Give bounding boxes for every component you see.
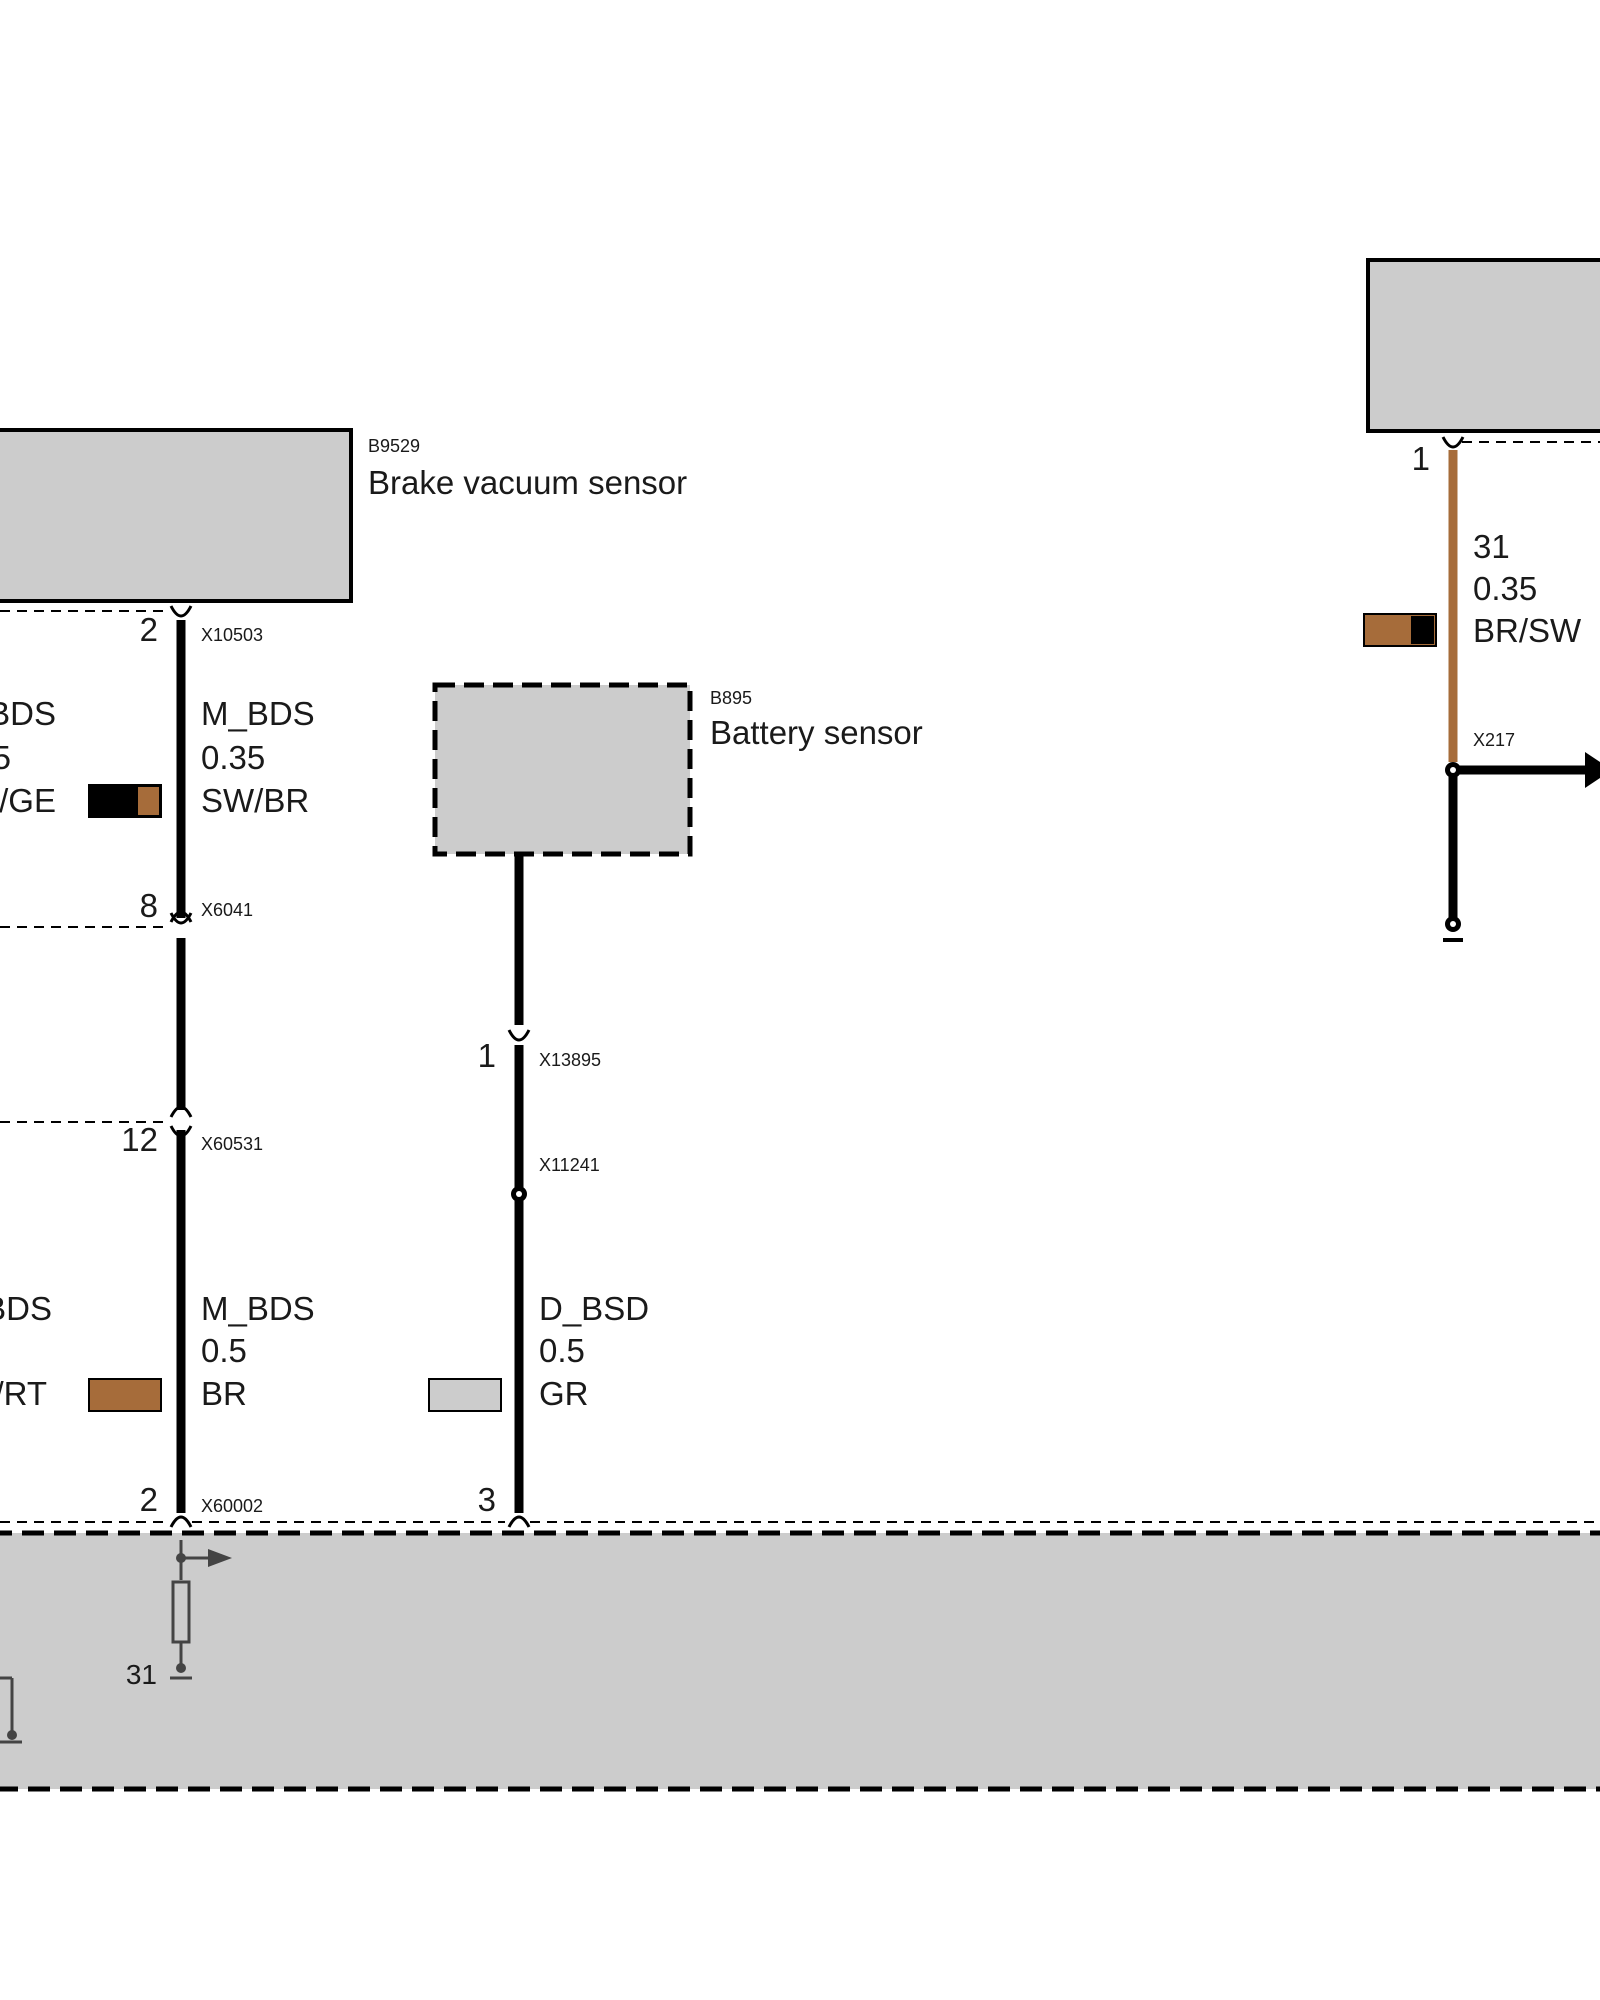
wire-31-name: 31 (1473, 528, 1510, 565)
internal-pull-resistor (0, 1540, 212, 1735)
wire-m-bds-upper-color: SW/BR (201, 782, 309, 819)
wire-m-bds-lower-size: 0.5 (201, 1332, 247, 1369)
wire-left-upper-name: BDS (0, 695, 56, 732)
right-component-box (1366, 258, 1600, 433)
battery-sensor-code: B895 (710, 688, 752, 708)
wire-31-size: 0.35 (1473, 570, 1537, 607)
swatch-gr (428, 1378, 502, 1412)
internal-arrow-icon (208, 1549, 232, 1567)
pin-bat-bottom: 3 (478, 1481, 496, 1518)
wire-m-bds-upper-size: 0.35 (201, 739, 265, 776)
wire-d-bsd-name: D_BSD (539, 1290, 649, 1327)
connector-housing-lines (0, 441, 1600, 1523)
pin-bvs-x6041: 8 (140, 887, 158, 924)
pin-bvs-x60531: 12 (121, 1121, 158, 1158)
ground-label-31: 31 (126, 1659, 157, 1690)
battery-sensor-label: Battery sensor (710, 714, 923, 751)
connector-hooks-d-bsd (507, 1029, 531, 1528)
swatch-br-sw (1363, 613, 1437, 647)
control-unit-box (0, 1530, 1600, 1792)
brake-vacuum-sensor-code: B9529 (368, 436, 420, 456)
connector-x13895: X13895 (539, 1050, 601, 1070)
wire-m-bds-upper-name: M_BDS (201, 695, 315, 732)
wire-left-lower-name: BDS (0, 1290, 52, 1327)
pin-bat-top: 1 (478, 1037, 496, 1074)
brake-vacuum-sensor-box (0, 428, 353, 603)
wire-d-bsd-size: 0.5 (539, 1332, 585, 1369)
wire-m-bds-lower-name: M_BDS (201, 1290, 315, 1327)
connector-x6041: X6041 (201, 900, 253, 920)
connector-hooks-m-bds (169, 605, 193, 1528)
wire-m-bds-lower-color: BR (201, 1375, 247, 1412)
swatch-sw-br (88, 784, 162, 818)
pin-bvs-top: 2 (140, 611, 158, 648)
brake-vacuum-sensor-label: Brake vacuum sensor (368, 464, 687, 501)
connector-x60002: X60002 (201, 1496, 263, 1516)
connector-x11241: X11241 (539, 1155, 600, 1175)
wire-31-color: BR/SW (1473, 612, 1582, 649)
connector-x217: X217 (1473, 730, 1515, 750)
wire-left-lower-color: /RT (0, 1375, 47, 1412)
connector-x60531: X60531 (201, 1134, 263, 1154)
pin-bvs-bottom: 2 (140, 1481, 158, 1518)
wire-d-bsd-color: GR (539, 1375, 589, 1412)
swatch-br (88, 1378, 162, 1412)
wire-left-upper-size: 5 (0, 739, 11, 776)
internal-ground-point (176, 1663, 186, 1673)
battery-sensor-box (432, 682, 693, 857)
pin-right-top: 1 (1412, 440, 1430, 477)
connector-hook-right-top (1441, 436, 1465, 449)
wire-left-upper-color: /GE (0, 782, 56, 819)
arrow-right-icon (1585, 752, 1600, 788)
connector-x10503: X10503 (201, 625, 263, 645)
